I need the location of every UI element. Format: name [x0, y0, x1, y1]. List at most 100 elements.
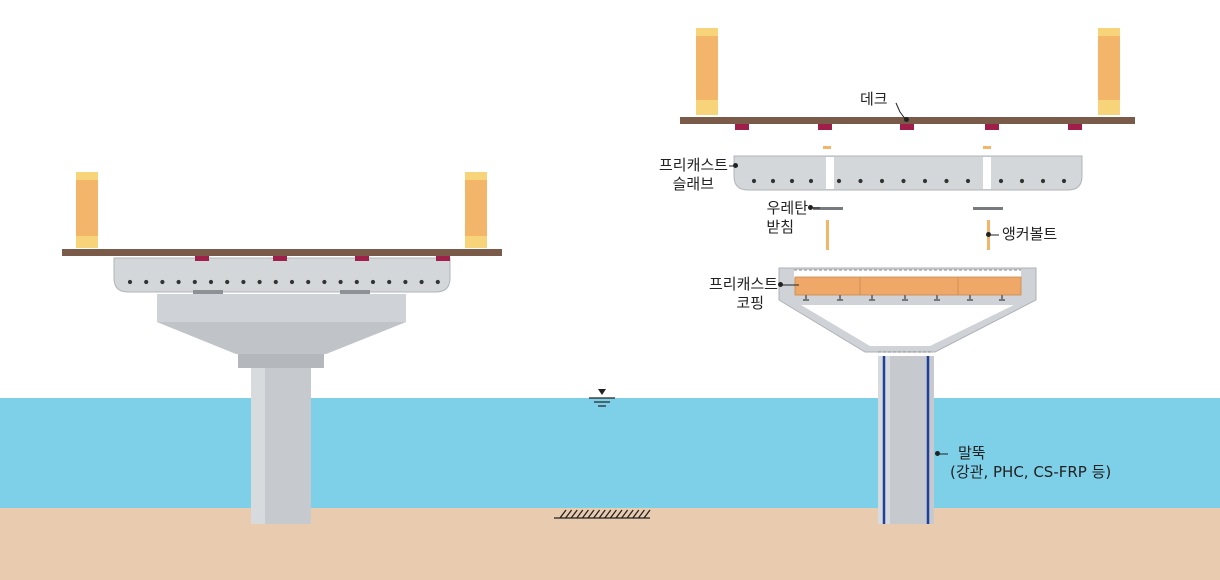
hatch-line [615, 509, 623, 519]
precast-slab-label-line2: 슬래브 [672, 175, 714, 193]
rebar-dot [751, 178, 757, 184]
anchor-bolt-label: 앵커볼트 [1002, 225, 1058, 243]
pier-cap-neck [238, 354, 324, 368]
rebar-dot [387, 279, 392, 285]
bearing-block [1068, 124, 1082, 130]
rebar-dot [208, 279, 214, 285]
bolt [904, 295, 906, 300]
assembled-pier [62, 172, 502, 524]
hatch-line [621, 509, 629, 519]
rebar-dot [257, 279, 262, 285]
hatch-line [643, 509, 651, 519]
seabed-area [0, 508, 1220, 580]
hatch-line [632, 509, 640, 519]
hatch-line [559, 509, 567, 519]
hatch-line [587, 509, 595, 519]
rebar-dot [306, 279, 311, 285]
urethane-bearing-label: 우레탄 받침 [700, 199, 808, 237]
rebar-dot [403, 279, 408, 285]
hatch-line [609, 509, 617, 519]
left-post-1 [76, 172, 98, 248]
pile-label-line2: (강관, PHC, CS-FRP 등) [950, 463, 1112, 481]
urethane-bearing-label-line1: 우레탄 [766, 199, 808, 217]
hatch-line [581, 509, 589, 519]
seabed-hatch-symbol [554, 509, 651, 519]
rebar-dot [1061, 178, 1067, 184]
bearing-block [195, 256, 209, 261]
bolt [805, 295, 807, 300]
hatch-line [576, 509, 584, 519]
pile-label: 말뚝 (강관, PHC, CS-FRP 등) [950, 444, 1111, 482]
pile-label-line1: 말뚝 [958, 444, 986, 462]
coping-insert [794, 276, 1022, 296]
bolt-head [803, 299, 809, 301]
precast-coping-label-line2: 코핑 [736, 294, 764, 312]
water-area [0, 398, 1220, 510]
hatch-line [570, 509, 578, 519]
rebar-dot [901, 178, 906, 184]
bearing-marker [808, 205, 813, 210]
anchor-marker [986, 232, 991, 237]
rebar-dot [127, 279, 133, 285]
pier-slab [113, 257, 451, 293]
slab-marker [733, 163, 738, 168]
water-level-symbol [589, 389, 615, 407]
rebar-dot [808, 178, 814, 184]
urethane-bearing-2 [973, 207, 1003, 210]
rebar-dot [998, 178, 1004, 184]
rebar-dot [922, 178, 928, 184]
coping-marker [778, 282, 783, 287]
rebar-dot [435, 279, 440, 285]
hatch-line [626, 509, 634, 519]
rebar-dot [879, 178, 885, 184]
hatch-line [604, 509, 612, 519]
rebar-dot [770, 178, 776, 184]
rebar-dot [289, 279, 295, 285]
bolt-head [934, 299, 940, 301]
bolt [1001, 295, 1003, 300]
rebar-dot [322, 279, 327, 285]
rebar-dot [192, 279, 197, 285]
right-post-1 [696, 28, 718, 115]
rebar-dot [354, 279, 359, 285]
rebar-dot [241, 279, 246, 285]
urethane-bearing-label-line2: 받침 [766, 218, 794, 236]
bearing-block [355, 256, 369, 261]
bolt-head [999, 299, 1005, 301]
rebar-dot [370, 279, 376, 285]
anchor-bolt-1 [826, 220, 829, 250]
rebar-dot [273, 279, 278, 285]
left-post-2 [465, 172, 487, 248]
rebar-dot [176, 279, 181, 285]
bearing-block [735, 124, 749, 130]
rebar-dot [836, 178, 842, 184]
rebar-dot [965, 178, 971, 184]
precast-slab [733, 155, 1083, 191]
deck-marker [904, 117, 909, 122]
rebar-dot [338, 279, 343, 285]
right-post-2 [1098, 28, 1120, 115]
precast-coping-label: 프리캐스트 코핑 [640, 275, 778, 313]
precast-slab-label-line1: 프리캐스트 [658, 156, 728, 174]
bolt [936, 295, 938, 300]
bearing-block [985, 124, 999, 130]
bolt-head [967, 299, 973, 301]
precast-coping-label-line1: 프리캐스트 [708, 275, 778, 293]
bearing-block [900, 124, 914, 130]
bolt [871, 295, 873, 300]
rebar-dot [858, 178, 863, 184]
exploded-pier [680, 28, 1135, 524]
deck-label: 데크 [860, 90, 888, 108]
bolt-head [869, 299, 875, 301]
hatch-line [565, 509, 573, 519]
rebar-dot [789, 178, 795, 184]
bolt-head [902, 299, 908, 301]
hatch-line [598, 509, 606, 519]
bolt-head [837, 299, 843, 301]
rebar-dot [1040, 178, 1046, 184]
hatch-line [593, 509, 601, 519]
urethane-bearing-1 [813, 207, 843, 210]
pile-marker [935, 451, 940, 456]
rebar-dot [144, 279, 149, 285]
bolt [839, 295, 841, 300]
